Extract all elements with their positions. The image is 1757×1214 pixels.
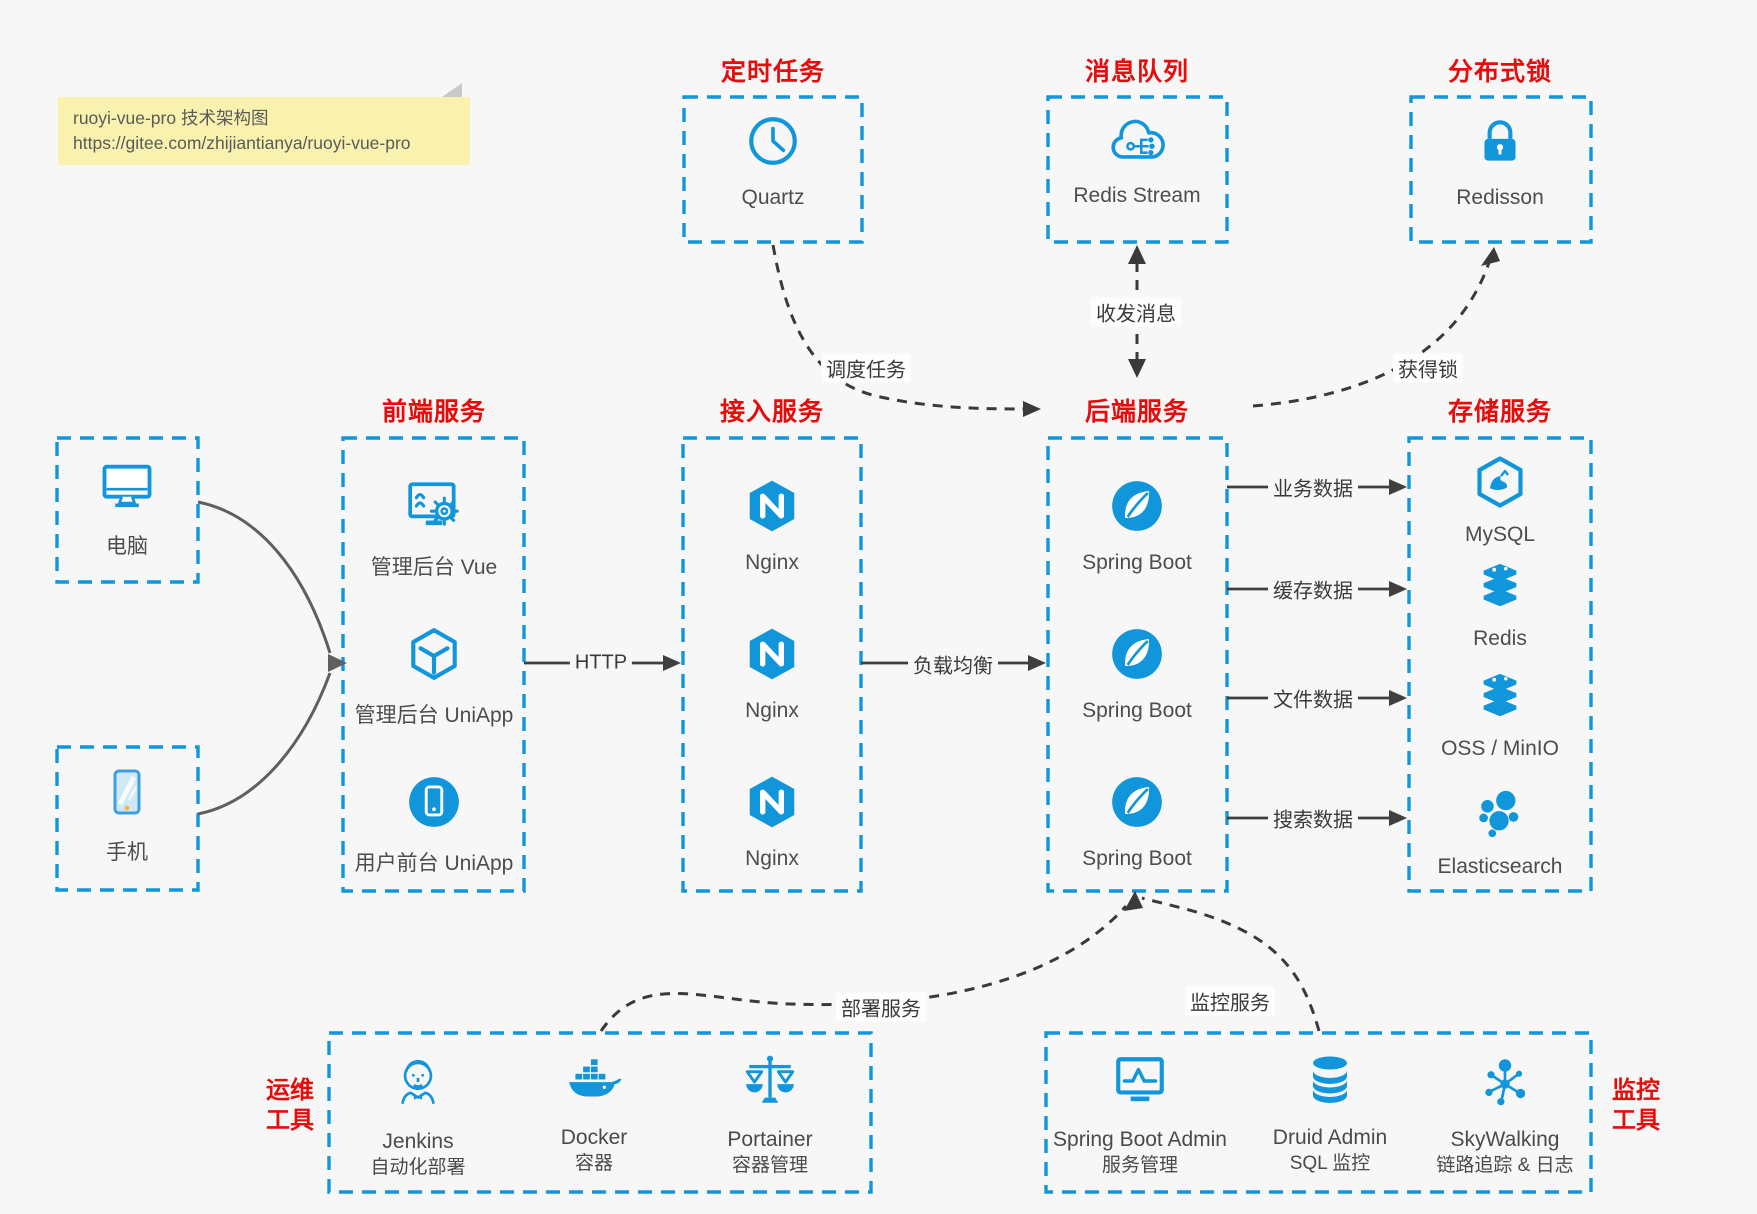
- portainer-icon: [741, 1052, 799, 1115]
- sticky-note: ruoyi-vue-pro 技术架构图 https://gitee.com/zh…: [58, 83, 470, 165]
- nginx-icon: [743, 625, 801, 688]
- node-nginx-1: Nginx: [682, 477, 862, 575]
- box-lock: [1409, 95, 1593, 244]
- client-curves: [197, 500, 332, 816]
- node-springboot-3: Spring Boot: [1047, 773, 1227, 871]
- springboot-icon: [1108, 773, 1166, 836]
- box-storage: [1407, 436, 1593, 893]
- mysql-icon: [1472, 454, 1528, 515]
- edge-schedule-curve: [771, 244, 1025, 411]
- dashed-edges: [599, 244, 1493, 1032]
- node-user-uniapp: 用户前台 UniApp: [344, 773, 524, 877]
- springboot-icon: [1108, 477, 1166, 540]
- nginx-icon: [743, 477, 801, 540]
- node-mysql: MySQL: [1410, 454, 1590, 547]
- mobile-icon: [99, 764, 155, 825]
- client-arrowhead: [328, 654, 347, 672]
- box-devops: [327, 1031, 873, 1194]
- node-quartz: Quartz: [683, 112, 863, 210]
- edge-label-cache: 缓存数据: [1268, 574, 1358, 604]
- node-mobile: 手机: [47, 764, 207, 866]
- cube-icon: [405, 625, 463, 688]
- edge-lock-curve: [1252, 255, 1493, 408]
- edge-label-biz: 业务数据: [1268, 472, 1358, 502]
- edge-label-schedule: 调度任务: [821, 353, 911, 383]
- springboot-icon: [1108, 625, 1166, 688]
- node-admin-uniapp: 管理后台 UniApp: [344, 625, 524, 729]
- clock-icon: [744, 112, 802, 175]
- edge-label-search: 搜索数据: [1268, 803, 1358, 833]
- admin-vue-icon: [405, 477, 463, 540]
- title-monitor: 监控 工具: [1612, 1077, 1660, 1134]
- note-fold-corner: [442, 83, 462, 97]
- edge-label-lb: 负载均衡: [908, 649, 998, 679]
- desktop-icon: [97, 458, 157, 519]
- lock-icon: [1471, 112, 1529, 175]
- box-monitor: [1044, 1031, 1593, 1194]
- title-scheduled: 定时任务: [720, 58, 825, 86]
- box-gateway: [681, 436, 863, 893]
- item-springboot-admin: Spring Boot Admin 服务管理: [1030, 1052, 1250, 1178]
- item-druid-admin: Druid Admin SQL 监控: [1220, 1052, 1440, 1176]
- node-springboot-1: Spring Boot: [1047, 477, 1227, 575]
- group-borders: [55, 95, 1593, 1194]
- edge-label-deploy: 部署服务: [836, 992, 926, 1022]
- title-gateway: 接入服务: [719, 398, 824, 426]
- elasticsearch-icon: [1473, 788, 1527, 847]
- monitor-chart-icon: [1111, 1052, 1169, 1115]
- oss-stack-icon: [1473, 672, 1527, 729]
- cloud-network-icon: [1105, 116, 1169, 173]
- nginx-icon: [743, 773, 801, 836]
- box-backend: [1046, 436, 1229, 893]
- dashed-arrowheads: [1023, 245, 1500, 911]
- edge-label-file: 文件数据: [1268, 683, 1358, 713]
- item-jenkins: Jenkins 自动化部署: [308, 1052, 528, 1180]
- title-frontend: 前端服务: [381, 398, 486, 426]
- jenkins-icon: [389, 1052, 447, 1117]
- item-skywalking: SkyWalking 链路追踪 & 日志: [1395, 1052, 1615, 1178]
- title-lock: 分布式锁: [1447, 58, 1552, 86]
- edge-label-monitoring: 监控服务: [1185, 986, 1275, 1016]
- node-nginx-2: Nginx: [682, 625, 862, 723]
- node-pc: 电脑: [47, 458, 207, 560]
- node-admin-vue: 管理后台 Vue: [344, 477, 524, 581]
- box-pc: [55, 436, 200, 584]
- phone-circle-icon: [405, 773, 463, 836]
- node-elasticsearch: Elasticsearch: [1410, 788, 1590, 879]
- docker-icon: [563, 1052, 625, 1113]
- node-oss-minio: OSS / MinIO: [1410, 672, 1590, 761]
- title-mq: 消息队列: [1084, 58, 1189, 86]
- title-storage: 存储服务: [1447, 398, 1552, 426]
- box-mq: [1046, 95, 1229, 244]
- edge-deploy-curve: [599, 904, 1128, 1032]
- item-portainer: Portainer 容器管理: [660, 1052, 880, 1178]
- node-redis-stream: Redis Stream: [1047, 116, 1227, 208]
- node-network-icon: [1476, 1052, 1534, 1115]
- edge-pc-frontend: [197, 500, 332, 654]
- edge-label-message: 收发消息: [1091, 297, 1181, 327]
- note-title: ruoyi-vue-pro 技术架构图: [73, 108, 269, 128]
- note-url: https://gitee.com/zhijiantianya/ruoyi-vu…: [73, 133, 411, 153]
- title-backend: 后端服务: [1084, 398, 1189, 426]
- node-springboot-2: Spring Boot: [1047, 625, 1227, 723]
- edge-label-lock: 获得锁: [1393, 353, 1463, 383]
- node-nginx-3: Nginx: [682, 773, 862, 871]
- node-redisson: Redisson: [1410, 112, 1590, 210]
- edge-monitor-curve: [1141, 896, 1321, 1032]
- edge-label-http: HTTP: [569, 651, 633, 675]
- node-redis: Redis: [1410, 562, 1590, 651]
- box-mobile: [55, 745, 200, 892]
- edge-mobile-frontend: [197, 672, 332, 816]
- redis-stack-icon: [1473, 562, 1527, 619]
- database-icon: [1302, 1052, 1358, 1113]
- title-devops: 运维 工具: [266, 1077, 314, 1134]
- item-docker: Docker 容器: [484, 1052, 704, 1176]
- solid-arrowheads: [663, 479, 1407, 826]
